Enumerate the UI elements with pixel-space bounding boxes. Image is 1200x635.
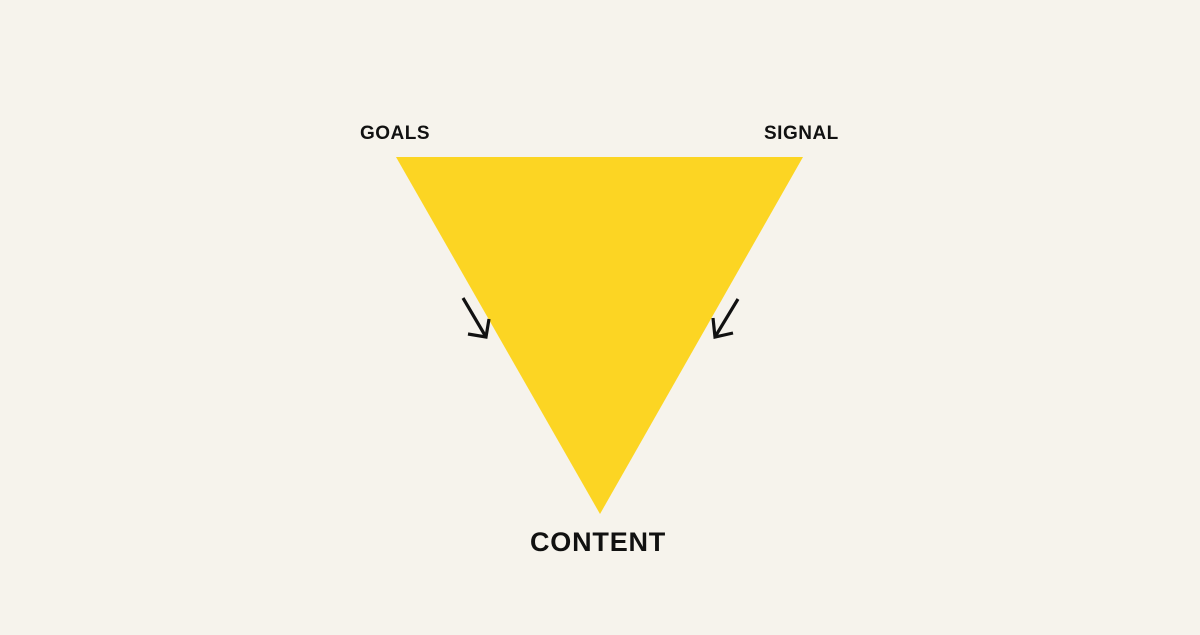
arrow-down-right-icon (461, 297, 491, 339)
signal-label: SIGNAL (764, 123, 839, 144)
inverted-triangle (396, 157, 803, 514)
arrow-down-left-icon (711, 298, 740, 339)
content-label: CONTENT (530, 527, 667, 557)
goals-label: GOALS (360, 123, 431, 144)
